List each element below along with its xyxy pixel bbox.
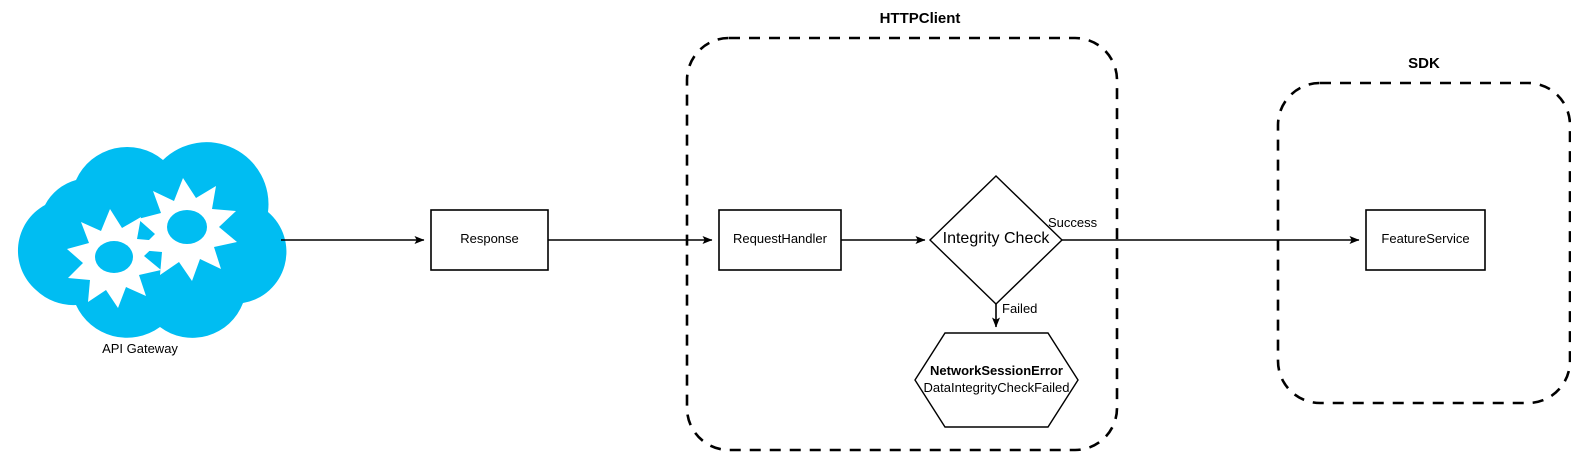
node-label-integrity-check: Integrity Check: [942, 230, 1050, 247]
group-title-httpclient: HTTPClient: [879, 10, 961, 27]
node-label-api-gateway: API Gateway: [102, 341, 178, 356]
edge-label-success: Success: [1048, 215, 1098, 230]
node-request-handler[interactable]: [718, 209, 842, 271]
group-title-sdk: SDK: [1408, 55, 1440, 72]
group-container-sdk: [1276, 81, 1571, 405]
node-label-request-handler: RequestHandler: [733, 231, 827, 246]
cloud-icon: [17, 142, 287, 338]
node-label-network-session-error-title: NetworkSessionError: [930, 363, 1063, 378]
node-label-feature-service: FeatureService: [1381, 231, 1470, 246]
node-label-response: Response: [460, 231, 519, 246]
node-label-network-session-error-subtitle: DataIntegrityCheckFailed: [923, 380, 1070, 395]
group-container-httpclient: [685, 36, 1119, 452]
node-feature-service[interactable]: [1365, 209, 1486, 271]
edge-label-failed: Failed: [1002, 301, 1038, 316]
node-network-session-error[interactable]: [914, 332, 1079, 428]
